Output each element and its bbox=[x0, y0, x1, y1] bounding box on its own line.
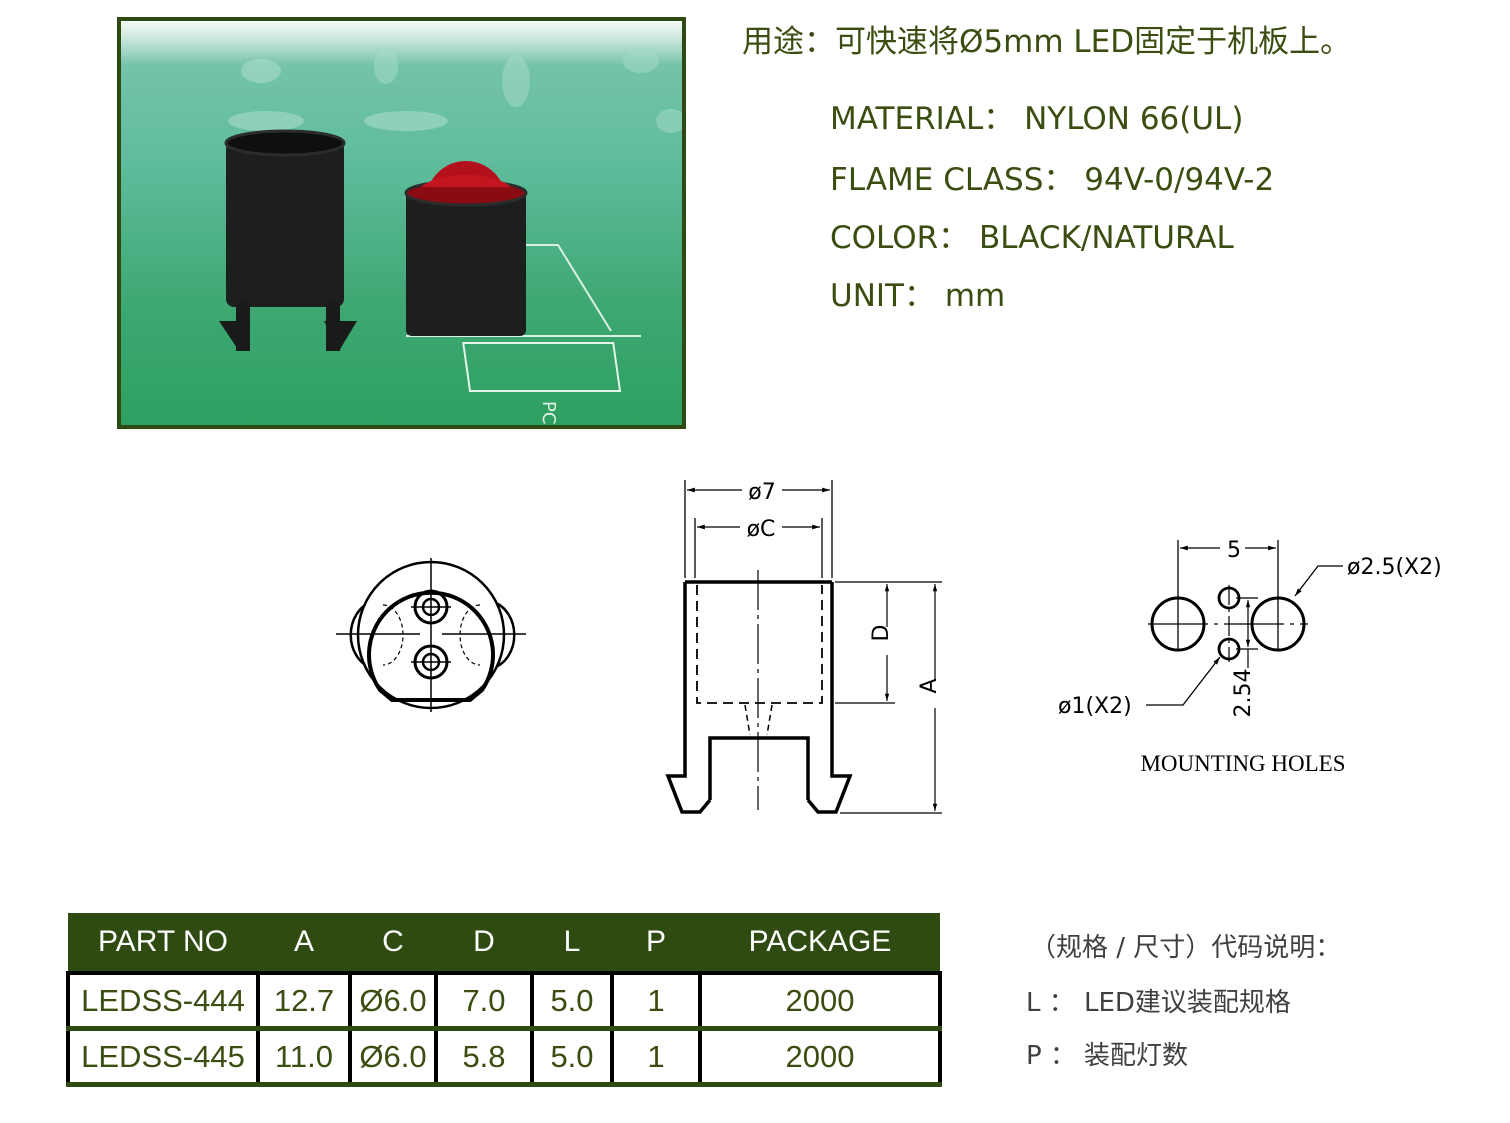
side-view-drawing bbox=[665, 480, 942, 814]
dim-height: A bbox=[917, 678, 942, 693]
mounting-holes-drawing bbox=[1146, 540, 1343, 706]
usage-description: 用途：可快速将Ø5mm LED固定于机板上。 bbox=[742, 24, 1352, 60]
cell-package: 2000 bbox=[698, 1028, 942, 1087]
legend-title: （规格 / 尺寸）代码说明： bbox=[1030, 933, 1342, 963]
cell-d: 5.8 bbox=[434, 1028, 534, 1087]
dim-inner-diameter: øC bbox=[747, 517, 776, 542]
spec-label: FLAME CLASS： bbox=[830, 162, 1075, 198]
table-row: LEDSS-444 12.7 Ø6.0 7.0 5.0 1 2000 bbox=[66, 971, 942, 1031]
header-part-no: PART NO bbox=[68, 913, 258, 973]
cell-part-no: LEDSS-444 bbox=[66, 971, 260, 1031]
spec-flame-class: FLAME CLASS： 94V-0/94V-2 bbox=[830, 154, 1274, 199]
spec-value: 94V-0/94V-2 bbox=[1084, 162, 1275, 198]
svg-text:PC: PC bbox=[538, 401, 559, 424]
spec-color: COLOR： BLACK/NATURAL bbox=[830, 212, 1234, 257]
dim-large-hole: ø2.5(X2) bbox=[1347, 555, 1442, 580]
header-l: L bbox=[532, 913, 612, 973]
cell-p: 1 bbox=[610, 1028, 702, 1087]
legend-item-p: P ： 装配灯数 bbox=[1026, 1035, 1188, 1072]
header-p: P bbox=[612, 913, 700, 973]
cell-p: 1 bbox=[610, 971, 702, 1031]
spec-label: COLOR： bbox=[830, 220, 970, 256]
dim-small-hole: ø1(X2) bbox=[1058, 694, 1132, 719]
table-row: LEDSS-445 11.0 Ø6.0 5.8 5.0 1 2000 bbox=[66, 1028, 942, 1087]
product-photo: PC bbox=[117, 17, 686, 429]
cell-d: 7.0 bbox=[434, 971, 534, 1031]
legend-text: LED建议装配规格 bbox=[1084, 988, 1291, 1018]
header-c: C bbox=[350, 913, 436, 973]
legend-key: L ： bbox=[1026, 988, 1075, 1018]
table-header-row: PART NO A C D L P PACKAGE bbox=[68, 913, 940, 973]
spec-value: mm bbox=[944, 278, 1006, 314]
spec-label: MATERIAL： bbox=[830, 101, 1015, 137]
cell-package: 2000 bbox=[698, 971, 942, 1031]
cell-c: Ø6.0 bbox=[348, 971, 438, 1031]
dim-depth: D bbox=[869, 625, 894, 642]
technical-drawings: ø7 øC D A 5 ø2.5(X2) ø1(X2) 2.54 MOUNTIN… bbox=[336, 480, 1442, 814]
spec-label: UNIT： bbox=[830, 278, 935, 314]
photo-illustration: PC bbox=[219, 48, 682, 424]
spec-unit: UNIT： mm bbox=[830, 270, 1005, 315]
cell-a: 12.7 bbox=[256, 971, 352, 1031]
header-a: A bbox=[258, 913, 350, 973]
legend-text: 装配灯数 bbox=[1084, 1041, 1189, 1071]
spec-value: NYLON 66(UL) bbox=[1024, 101, 1244, 137]
spec-material: MATERIAL： NYLON 66(UL) bbox=[830, 93, 1243, 138]
legend-key: P ： bbox=[1026, 1041, 1076, 1071]
header-d: D bbox=[436, 913, 532, 973]
cell-l: 5.0 bbox=[530, 971, 614, 1031]
spec-table: PART NO A C D L P PACKAGE LEDSS-444 12.7… bbox=[66, 913, 942, 1087]
dim-small-pitch: 2.54 bbox=[1231, 669, 1256, 718]
spec-value: BLACK/NATURAL bbox=[979, 220, 1234, 256]
legend-item-l: L ： LED建议装配规格 bbox=[1026, 982, 1291, 1019]
cell-l: 5.0 bbox=[530, 1028, 614, 1087]
dim-outer-diameter: ø7 bbox=[748, 480, 775, 505]
mounting-holes-caption: MOUNTING HOLES bbox=[1140, 751, 1345, 776]
top-view-drawing bbox=[336, 558, 526, 712]
cell-c: Ø6.0 bbox=[348, 1028, 438, 1087]
dim-hole-pitch: 5 bbox=[1227, 538, 1241, 563]
cell-part-no: LEDSS-445 bbox=[66, 1028, 260, 1087]
cell-a: 11.0 bbox=[256, 1028, 352, 1087]
header-package: PACKAGE bbox=[700, 913, 940, 973]
